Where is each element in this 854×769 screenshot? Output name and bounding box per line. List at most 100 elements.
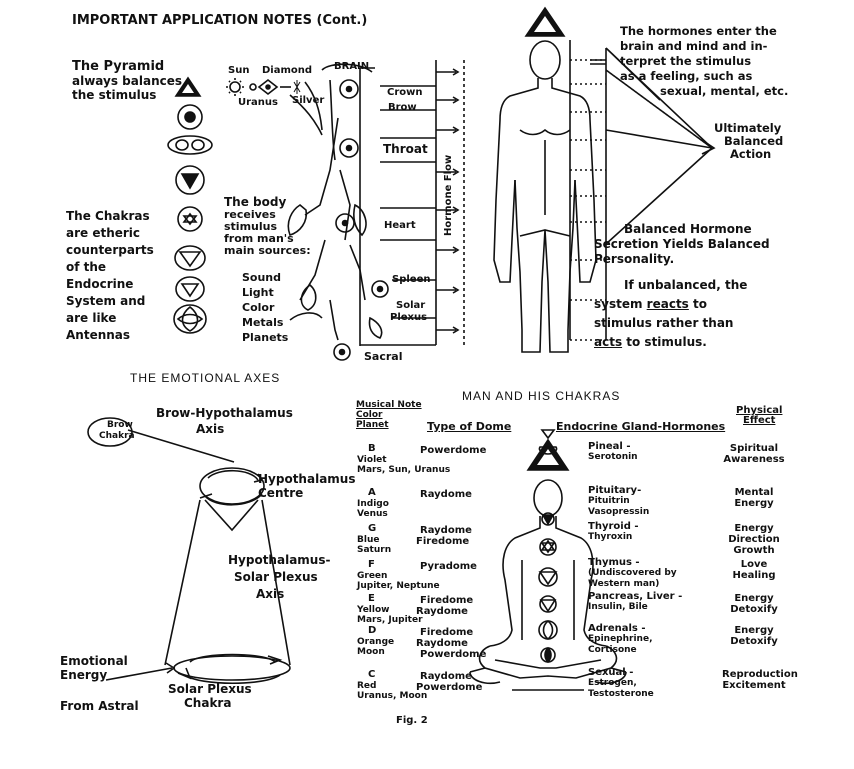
row-planet: Jupiter, Neptune: [357, 581, 440, 591]
row-gland: Adrenals -: [588, 623, 646, 634]
row-gland: Estrogen,: [588, 678, 637, 688]
row-effect: Love: [740, 559, 768, 570]
row-effect: Energy: [734, 593, 774, 604]
row-gland: Western man): [588, 579, 660, 589]
row-planet: Moon: [357, 647, 385, 657]
row-note: E: [368, 593, 375, 604]
row-color: Blue: [357, 535, 380, 545]
row-effect: Healing: [732, 570, 776, 581]
col-dome-header: Type of Dome: [427, 420, 512, 433]
row-gland: Vasopressin: [588, 507, 650, 517]
heart-gland-icon: [335, 213, 355, 233]
row-dome: Raydome: [420, 489, 472, 500]
seated-chakra-icons: [538, 446, 558, 664]
hormone-flow-ladder: [359, 60, 465, 346]
label-sun: Sun: [228, 65, 250, 76]
seated-man-icon: [469, 429, 627, 691]
chakra-column-icons: [167, 104, 213, 334]
row-dome: Raydome: [420, 671, 472, 682]
row-dome: Firedome: [420, 627, 474, 638]
page-title: IMPORTANT APPLICATION NOTES (Cont.): [72, 13, 368, 28]
row-dome: Powerdome: [420, 445, 487, 456]
row-note: D: [368, 625, 377, 636]
throat-gland-icon: [339, 138, 359, 158]
row-gland: (Undiscovered by: [588, 568, 677, 578]
planet-symbols-icon: [226, 78, 301, 96]
row-dome: Powerdome: [416, 682, 483, 693]
row-color: Red: [357, 681, 377, 691]
sacral-gland-icon: [333, 343, 351, 361]
row-planet: Uranus, Moon: [357, 691, 428, 701]
label-plexus: Plexus: [390, 312, 428, 323]
row-color: Indigo: [357, 499, 389, 509]
emotional-axes-title: THE EMOTIONAL AXES: [130, 371, 281, 385]
row-note: B: [368, 443, 376, 454]
row-gland: Pituitrin: [588, 496, 630, 506]
row-effect: Awareness: [723, 454, 785, 465]
crown-gland-icon: [339, 79, 359, 99]
row-planet: Venus: [357, 509, 388, 519]
row-effect: Energy: [734, 498, 774, 509]
row-effect: Mental: [734, 487, 774, 498]
label-silver: Silver: [292, 95, 325, 106]
row-gland: Pituitary-: [588, 485, 642, 496]
hormone-feedback-diagram: [569, 40, 716, 341]
row-effect: Spiritual: [729, 443, 779, 454]
row-planet: Saturn: [357, 545, 392, 555]
row-effect: Detoxify: [730, 636, 778, 647]
label-brow: Brow: [388, 102, 417, 113]
row-effect: Detoxify: [730, 604, 778, 615]
row-dome: Powerdome: [420, 649, 487, 660]
row-effect: Energy: [734, 523, 774, 534]
row-planet: Mars, Sun, Uranus: [357, 465, 451, 475]
row-effect: Energy: [734, 625, 774, 636]
row-color: Violet: [357, 455, 387, 465]
row-color: Orange: [357, 637, 395, 647]
figure-label: Fig. 2: [396, 715, 428, 726]
hormones-note: The hormones enter the brain and mind an…: [620, 24, 789, 98]
row-dome: Firedome: [416, 536, 470, 547]
row-gland: Epinephrine,: [588, 634, 653, 644]
row-gland: Cortisone: [588, 645, 637, 655]
pyramid-note: The Pyramid always balances the stimulus: [72, 59, 183, 103]
row-effect: Direction: [728, 534, 780, 545]
emotional-axes-diagram: [87, 417, 291, 684]
row-effect: Growth: [733, 545, 775, 556]
col-gland-header: Endocrine Gland-Hormones: [556, 420, 726, 433]
row-note: F: [368, 559, 375, 570]
label-uranus: Uranus: [238, 97, 278, 108]
label-solar: Solar: [396, 300, 426, 311]
row-note: G: [368, 523, 377, 534]
pyramid-icon: [174, 76, 202, 97]
row-effect: Excitement: [722, 680, 786, 691]
row-note: A: [368, 487, 376, 498]
label-sacral: Sacral: [364, 350, 403, 363]
row-dome: Raydome: [420, 525, 472, 536]
row-gland: Thymus -: [588, 557, 640, 568]
unbalanced-note: If unbalanced, the system reacts to stim…: [594, 278, 748, 349]
label-spleen: Spleen: [392, 274, 431, 285]
row-gland: Pancreas, Liver -: [588, 591, 683, 602]
row-gland: Insulin, Bile: [588, 602, 648, 612]
row-effect: Reproduction: [722, 669, 798, 680]
row-gland: Thyroxin: [588, 532, 633, 542]
from-astral-label: From Astral: [60, 699, 139, 713]
spleen-gland-icon: [371, 280, 389, 298]
row-gland: Testosterone: [588, 689, 654, 699]
standing-man-icon: [493, 6, 597, 353]
man-chakras-title: MAN AND HIS CHAKRAS: [462, 389, 621, 403]
row-note: C: [368, 669, 376, 680]
